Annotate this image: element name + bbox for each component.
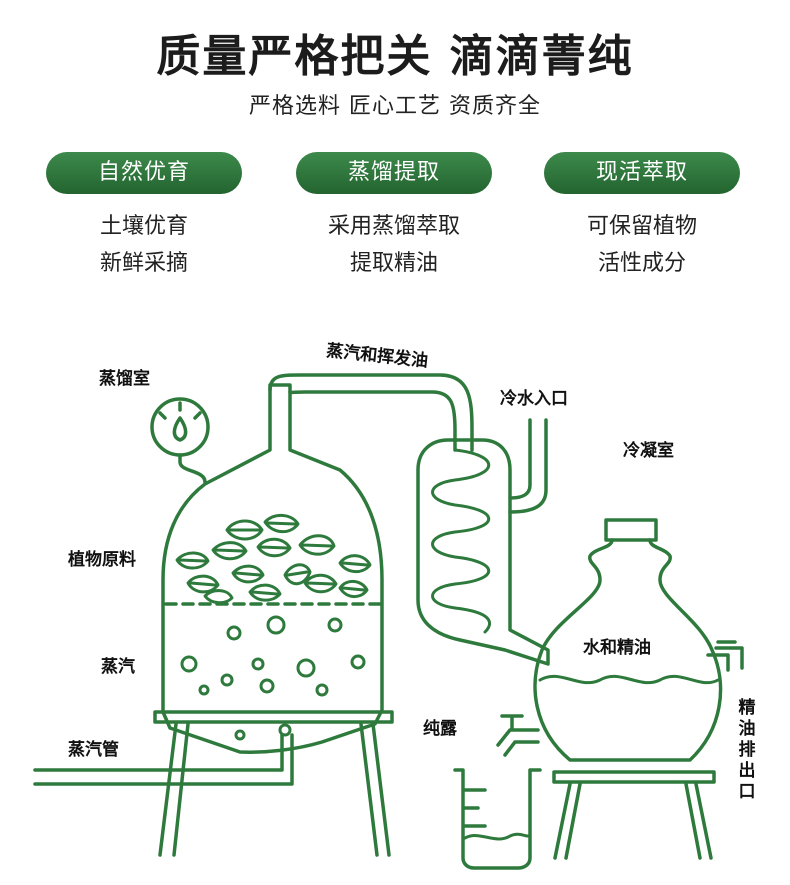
page-title: 质量严格把关 滴滴菁纯 xyxy=(156,31,634,82)
feature-badge-extract: 现活萃取 xyxy=(544,152,740,194)
label-plant-material: 植物原料 xyxy=(68,550,136,570)
steam-bubbles xyxy=(180,615,366,741)
steam-pipe xyxy=(33,733,294,786)
feature-desc-distill: 采用蒸馏萃取 提取精油 xyxy=(284,208,504,282)
feature-desc-natural: 土壤优育 新鲜采摘 xyxy=(34,208,254,282)
feature-desc-line: 土壤优育 xyxy=(99,214,188,239)
label-hydrosol: 纯露 xyxy=(423,719,457,739)
condenser-coil xyxy=(431,448,491,634)
label-steam-pipe: 蒸汽管 xyxy=(68,740,119,760)
hydrosol-beaker xyxy=(453,768,542,870)
oil-outlet-pipe xyxy=(706,640,744,672)
label-cold-water-in: 冷水入口 xyxy=(500,389,568,409)
page-subtitle: 严格选料 匠心工艺 资质齐全 xyxy=(249,94,541,119)
separating-flask xyxy=(496,518,744,762)
plant-material-leaves xyxy=(175,514,372,605)
label-oil-outlet: 精油排出口 xyxy=(738,698,756,802)
feature-desc-line: 可保留植物 xyxy=(586,214,697,239)
label-water-oil: 水和精油 xyxy=(583,638,651,658)
flask-stand xyxy=(552,770,716,860)
hydrosol-tap xyxy=(496,714,540,757)
feature-badge-distill: 蒸馏提取 xyxy=(296,152,492,194)
beaker-liquid xyxy=(463,832,530,841)
label-condenser: 冷凝室 xyxy=(623,441,674,461)
feature-desc-line: 新鲜采摘 xyxy=(99,251,188,276)
condenser xyxy=(416,418,550,666)
label-distill-chamber: 蒸馏室 xyxy=(99,369,150,389)
still-stand xyxy=(153,710,394,857)
vapor-pipe xyxy=(268,373,474,452)
feature-desc-line: 提取精油 xyxy=(349,251,438,276)
label-steam: 蒸汽 xyxy=(101,657,135,677)
flask-liquid-level xyxy=(538,674,720,685)
feature-desc-line: 采用蒸馏萃取 xyxy=(327,214,460,239)
feature-desc-line: 活性成分 xyxy=(597,251,686,276)
distillation-chamber xyxy=(161,383,384,754)
feature-desc-extract: 可保留植物 活性成分 xyxy=(532,208,752,282)
feature-badge-natural: 自然优育 xyxy=(46,152,242,194)
pressure-gauge-icon xyxy=(150,397,210,484)
cold-water-inlet xyxy=(508,418,548,514)
